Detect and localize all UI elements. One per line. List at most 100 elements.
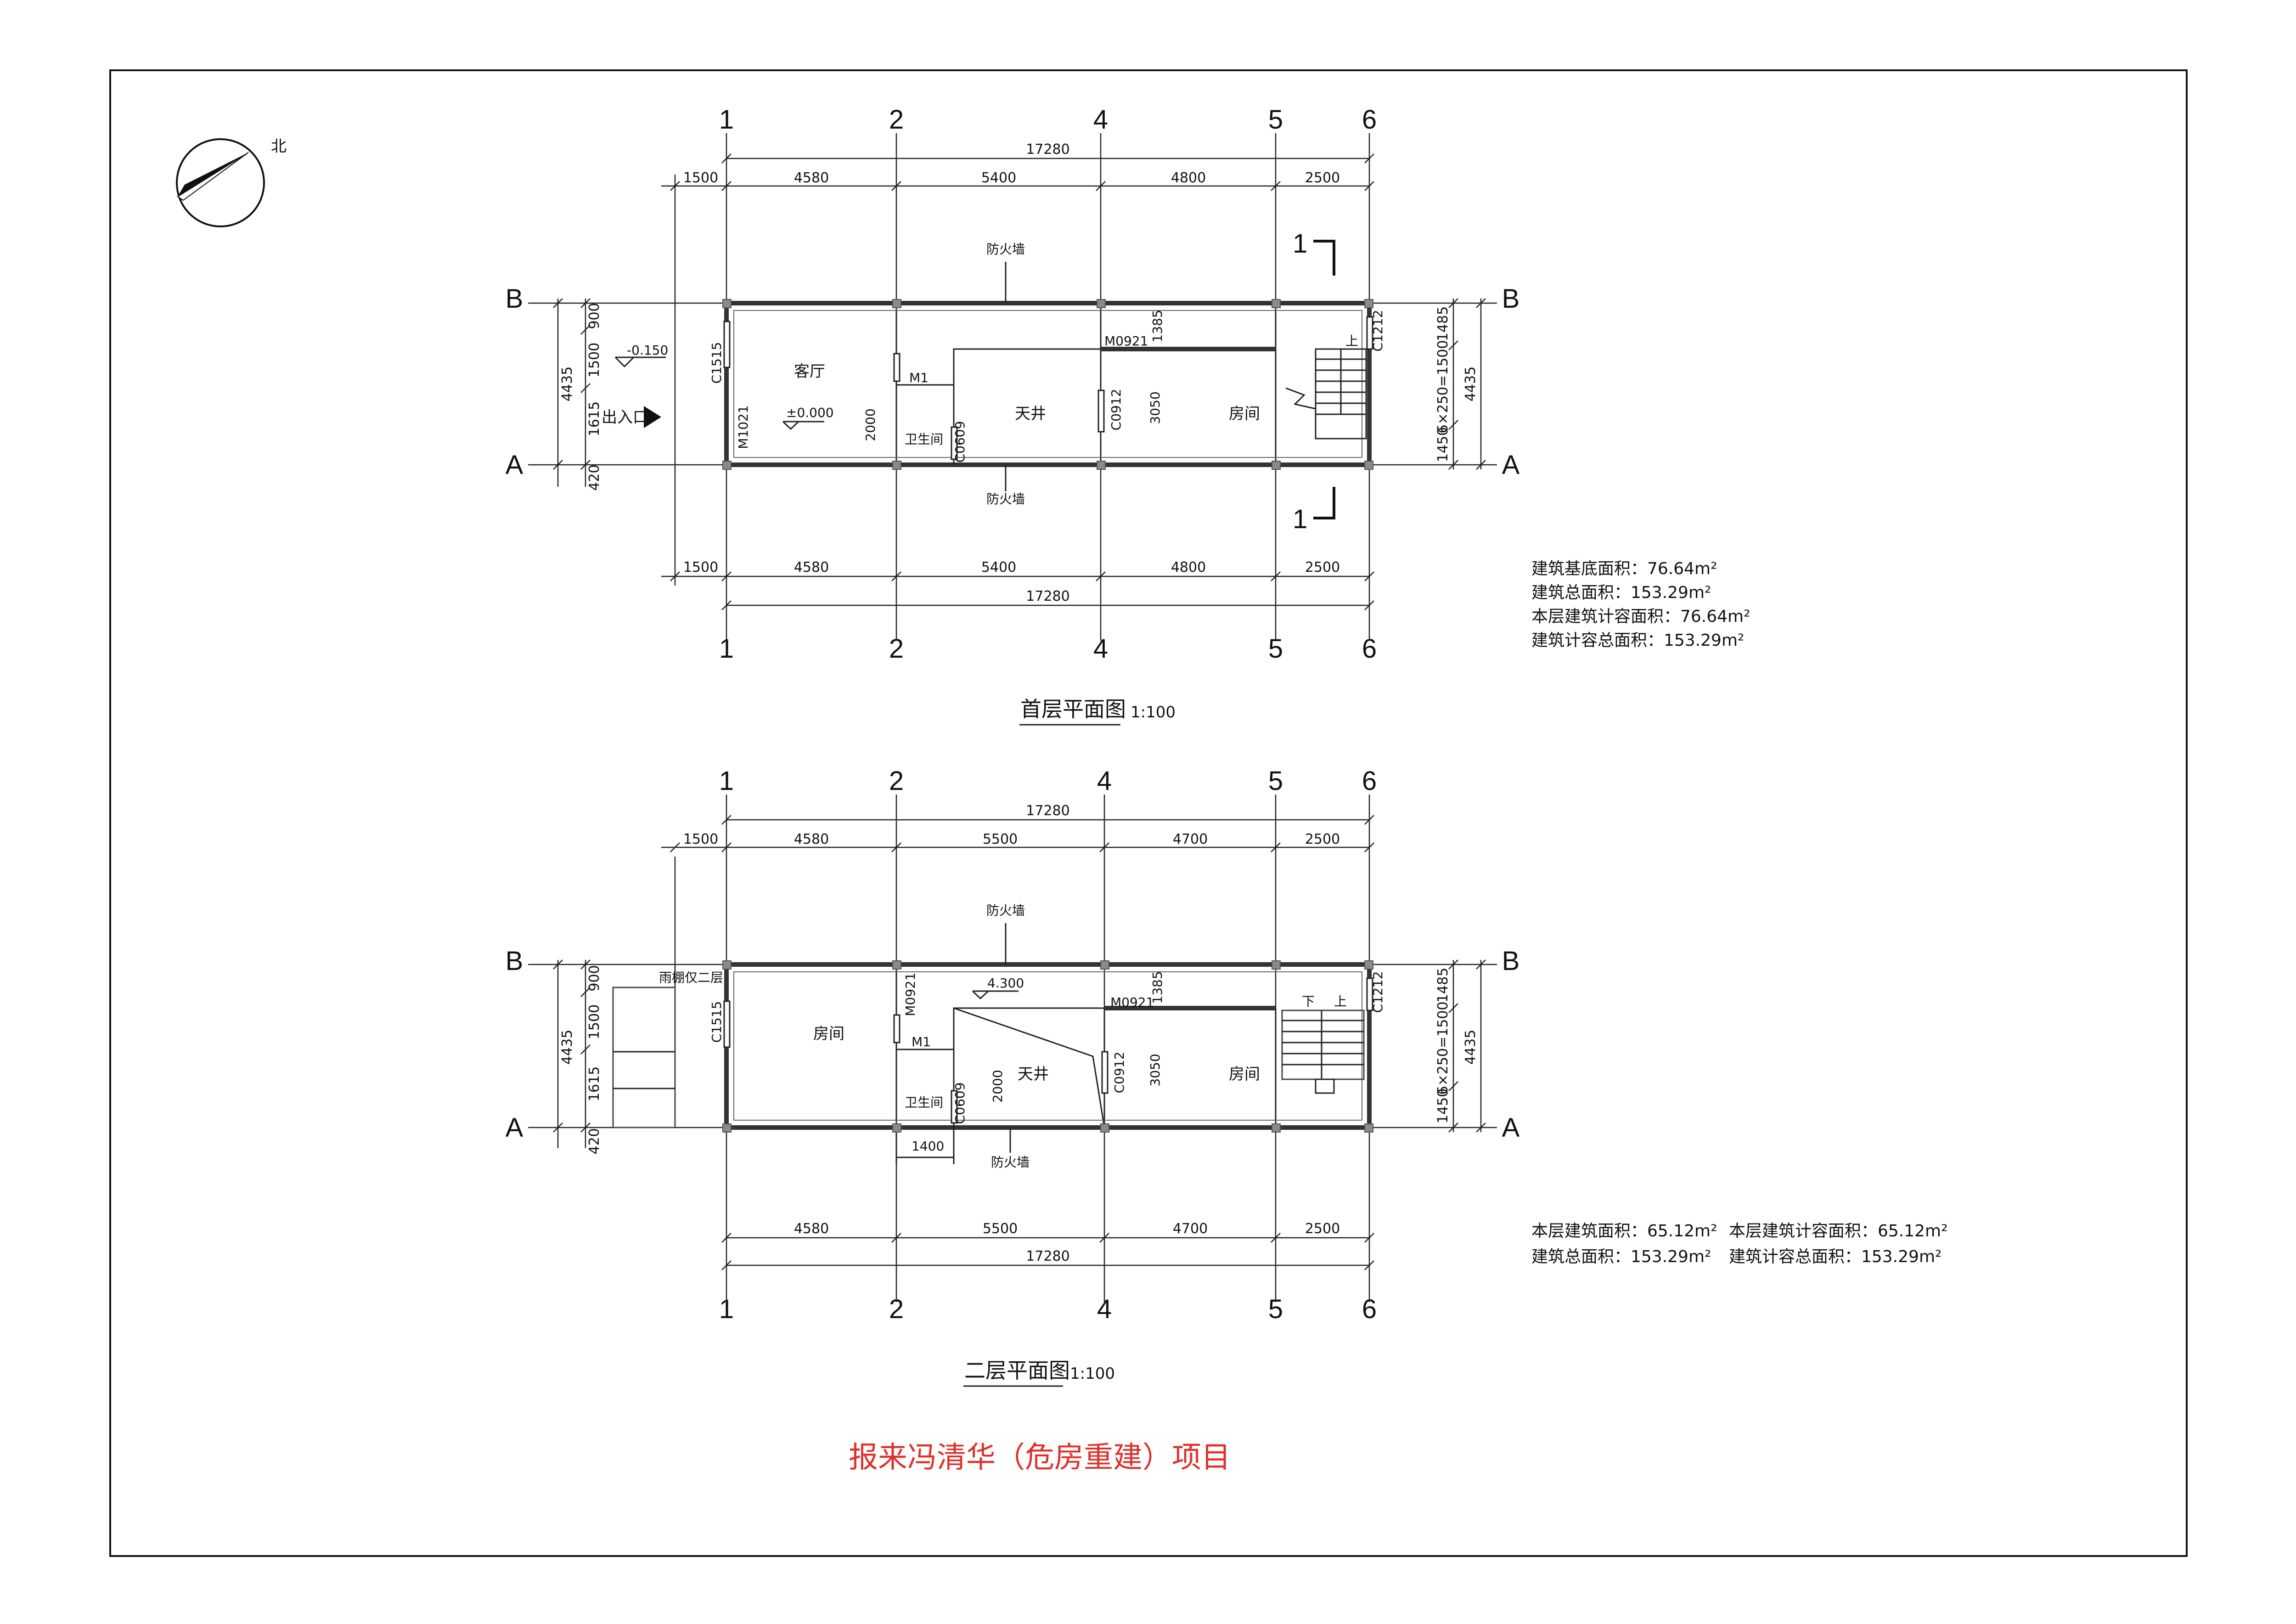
- top-dim-1: 1500: [683, 170, 718, 186]
- left2-outer-dim: 4435: [559, 1030, 575, 1065]
- tag-m1021: M1021: [736, 405, 751, 449]
- room2-bedroom: 房间: [1229, 1065, 1260, 1083]
- top-dim-4: 4800: [1171, 170, 1206, 186]
- axis-label-a-left: A: [506, 450, 523, 480]
- plan1-title: 首层平面图: [1020, 697, 1126, 722]
- firewall2-bottom: 防火墙: [991, 1155, 1030, 1170]
- left2-dimension-lines: [553, 959, 591, 1148]
- plan2-scale: 1:100: [1070, 1365, 1115, 1383]
- right-outer-dim: 4435: [1463, 367, 1479, 401]
- tag-d3050: 3050: [1148, 391, 1163, 424]
- tag-m1: M1: [909, 370, 929, 385]
- interior-partitions: [733, 303, 1362, 465]
- left-dim-1: 900: [586, 303, 602, 329]
- top-dim-3: 5400: [981, 170, 1016, 186]
- tag2-d2000: 2000: [990, 1070, 1005, 1102]
- axis2-label-a-right: A: [1502, 1113, 1520, 1143]
- top2-dim-1: 1500: [683, 831, 718, 847]
- axis-label-b-right: B: [1502, 284, 1520, 314]
- elevation-outside: -0.150: [627, 343, 668, 358]
- axis2-label-5-top: 5: [1268, 766, 1283, 796]
- tag2-d1400: 1400: [912, 1139, 944, 1154]
- entrance-arrow-icon: [644, 406, 661, 428]
- room2-left: 房间: [813, 1025, 844, 1043]
- right-dim-1: 1485: [1435, 306, 1451, 341]
- left2-dim-2: 1500: [586, 1004, 602, 1039]
- top2-dim-2: 4580: [794, 831, 829, 847]
- bottom-total-dimension: 17280: [1026, 588, 1069, 604]
- section-line-top: [1313, 240, 1335, 276]
- axis-label-6-top: 6: [1362, 105, 1377, 135]
- bottom2-dimension-lines: [721, 1233, 1374, 1270]
- top-total-dimension: 17280: [1026, 141, 1069, 158]
- structural2-columns: [722, 960, 1373, 1133]
- north-arrow-icon: 北: [176, 137, 287, 227]
- exterior-walls: [724, 301, 1372, 467]
- tag2-m0921a: M0921: [903, 972, 918, 1016]
- axis2-label-2-top: 2: [889, 766, 904, 796]
- room-wc: 卫生间: [905, 432, 943, 447]
- plan2-title: 二层平面图: [964, 1358, 1070, 1383]
- tag2-c1515: C1515: [709, 1001, 724, 1043]
- info-2: 建筑总面积：153.29m²: [1531, 583, 1711, 602]
- tag2-c0609: C0609: [952, 1083, 968, 1124]
- info-1: 建筑基底面积：76.64m²: [1531, 559, 1717, 578]
- sheet-border: [109, 69, 2188, 1557]
- axis-label-b-left: B: [506, 284, 523, 314]
- axis2-label-a-left: A: [506, 1113, 523, 1143]
- bottom2-dim-3: 4700: [1173, 1221, 1208, 1237]
- info2-2: 本层建筑计容面积：65.12m²: [1729, 1222, 1948, 1241]
- firewall2-top: 防火墙: [986, 903, 1025, 918]
- top2-dim-5: 2500: [1305, 831, 1340, 847]
- tag-m0921: M0921: [1104, 333, 1148, 349]
- bottom2-dim-1: 4580: [794, 1221, 829, 1237]
- left-outer-dim: 4435: [559, 367, 575, 401]
- tag2-c0912: C0912: [1112, 1052, 1127, 1094]
- tag-d2000: 2000: [863, 408, 878, 441]
- room-living: 客厅: [794, 362, 825, 381]
- top2-total-dimension: 17280: [1026, 803, 1069, 819]
- tag2-d3050: 3050: [1148, 1054, 1163, 1086]
- top-dimension-lines: [661, 153, 1374, 191]
- axis-label-1-top: 1: [719, 105, 734, 135]
- elevation2: 4.300: [987, 976, 1024, 991]
- structural-columns: [722, 299, 1373, 470]
- axis2-label-4-top: 4: [1097, 766, 1112, 796]
- right2-dimension-lines: [1448, 959, 1486, 1133]
- entrance-label: 出入口: [602, 408, 648, 427]
- firewall-top: 防火墙: [986, 242, 1025, 257]
- tag-c0609: C0609: [952, 421, 968, 463]
- right-dim-3: 1450: [1435, 427, 1451, 462]
- left-dim-4: 420: [586, 464, 602, 491]
- stair2-up-label: 上: [1334, 994, 1347, 1009]
- ground-floor-plan: 1 2 4 5 6 1 2 4 5 6 B A B A: [506, 105, 1750, 726]
- stair2-down-label: 下: [1302, 994, 1315, 1009]
- section-mark-top: 1: [1293, 229, 1307, 259]
- axis2-label-6-top: 6: [1362, 766, 1377, 796]
- elevation-mark-icon: [614, 356, 636, 368]
- left2-dim-4: 420: [586, 1128, 602, 1154]
- bottom-dim-5: 2500: [1305, 559, 1340, 575]
- bottom-dimension-lines: [661, 571, 1374, 610]
- elevation-inside: ±0.000: [786, 405, 834, 420]
- axis-label-a-right: A: [1502, 450, 1520, 480]
- elevation2-mark-icon: [972, 990, 990, 1000]
- room-bedroom: 房间: [1229, 405, 1260, 423]
- bottom-dim-4: 4800: [1171, 559, 1206, 575]
- firewall-bottom: 防火墙: [986, 491, 1025, 507]
- tag2-m0921b: M0921: [1110, 995, 1154, 1010]
- canopy: [612, 987, 676, 1128]
- section-line-bottom: [1313, 487, 1335, 519]
- tag-c1212: C1212: [1370, 310, 1385, 352]
- section-mark-bottom: 1: [1293, 504, 1307, 534]
- info2-1: 本层建筑面积：65.12m²: [1531, 1222, 1717, 1241]
- exterior2-walls: [724, 962, 1372, 1130]
- axis-label-4-top: 4: [1093, 105, 1108, 135]
- bottom-dim-3: 5400: [981, 559, 1016, 575]
- tag2-m1: M1: [912, 1034, 931, 1049]
- info-3: 本层建筑计容面积：76.64m²: [1531, 607, 1750, 626]
- bottom-dim-2: 4580: [794, 559, 829, 575]
- right-dim-2: 6×250=1500: [1435, 340, 1451, 434]
- project-title: 报来冯清华（危房重建）项目: [849, 1441, 1231, 1475]
